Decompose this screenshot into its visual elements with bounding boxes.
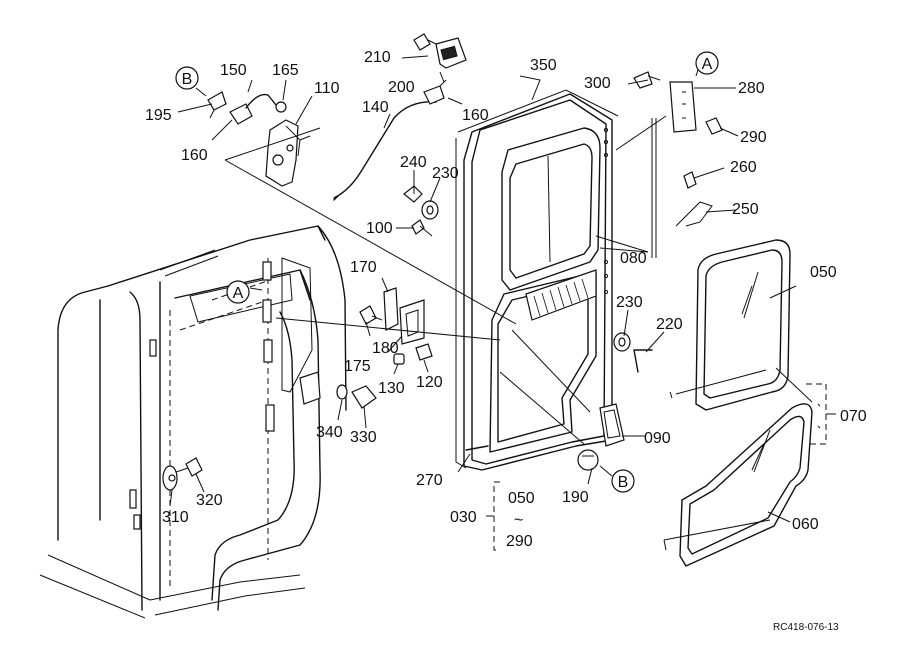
part-label-175: 175: [344, 358, 371, 375]
part-label-060: 060: [792, 516, 819, 533]
callout-a-cab-letter: A: [233, 285, 244, 302]
part-label-210: 210: [364, 49, 391, 66]
part-label-320: 320: [196, 492, 223, 509]
callout-a-top-letter: A: [702, 56, 713, 73]
callout-a-top: A: [695, 51, 719, 75]
part-label-030: 030: [450, 509, 477, 526]
part-label-130: 130: [378, 380, 405, 397]
part-labels: 210 350 200 160 300 280 290 150 165 110 …: [145, 49, 867, 550]
part-label-180: 180: [372, 340, 399, 357]
part-label-110: 110: [314, 80, 340, 97]
part-label-240: 240: [400, 154, 427, 171]
range-bracket: [486, 481, 500, 551]
drawing-reference-code: RC418-076-13: [773, 622, 839, 633]
callout-b-top: B: [175, 66, 199, 90]
part-label-310: 310: [162, 509, 189, 526]
part-label-350: 350: [530, 57, 557, 74]
part-label-280: 280: [738, 80, 765, 97]
part-label-150: 150: [220, 62, 247, 79]
part-label-160-upper: 160: [462, 107, 489, 124]
cab-frame: [39, 225, 347, 619]
part-label-340: 340: [316, 424, 343, 441]
callout-b-door-letter: B: [618, 474, 629, 491]
part-label-230-lower: 230: [616, 294, 643, 311]
part-label-250: 250: [732, 201, 759, 218]
door-frame: [455, 89, 649, 471]
part-label-200: 200: [388, 79, 415, 96]
part-label-165: 165: [272, 62, 299, 79]
part-label-100: 100: [366, 220, 393, 237]
part-label-160-lower: 160: [181, 147, 208, 164]
part-label-120: 120: [416, 374, 443, 391]
part-label-050-upper: 050: [810, 264, 837, 281]
part-label-195: 195: [145, 107, 172, 124]
part-label-090: 090: [644, 430, 671, 447]
part-label-050-range-start: 050: [508, 490, 535, 507]
part-label-290-range-end: 290: [506, 533, 533, 550]
part-label-range-separator: ~: [514, 512, 523, 529]
callout-b-top-letter: B: [182, 71, 193, 88]
part-label-170: 170: [350, 259, 377, 276]
part-label-190: 190: [562, 489, 589, 506]
callout-b-door: B: [611, 469, 635, 493]
leader-lines: [169, 55, 791, 523]
part-label-260: 260: [730, 159, 757, 176]
part-label-080: 080: [620, 250, 647, 267]
part-label-140: 140: [362, 99, 389, 116]
part-label-230-upper: 230: [432, 165, 459, 182]
callout-a-cab: A: [226, 280, 250, 304]
part-label-070: 070: [840, 408, 867, 425]
part-label-300: 300: [584, 75, 611, 92]
part-label-220: 220: [656, 316, 683, 333]
fastener-parts: [175, 287, 653, 477]
glass-panes: [663, 239, 836, 567]
part-label-270: 270: [416, 472, 443, 489]
hinge-and-grab-handle: [615, 71, 723, 258]
part-label-290-top: 290: [740, 129, 767, 146]
latch-assembly: [207, 33, 517, 325]
part-label-330: 330: [350, 429, 377, 446]
